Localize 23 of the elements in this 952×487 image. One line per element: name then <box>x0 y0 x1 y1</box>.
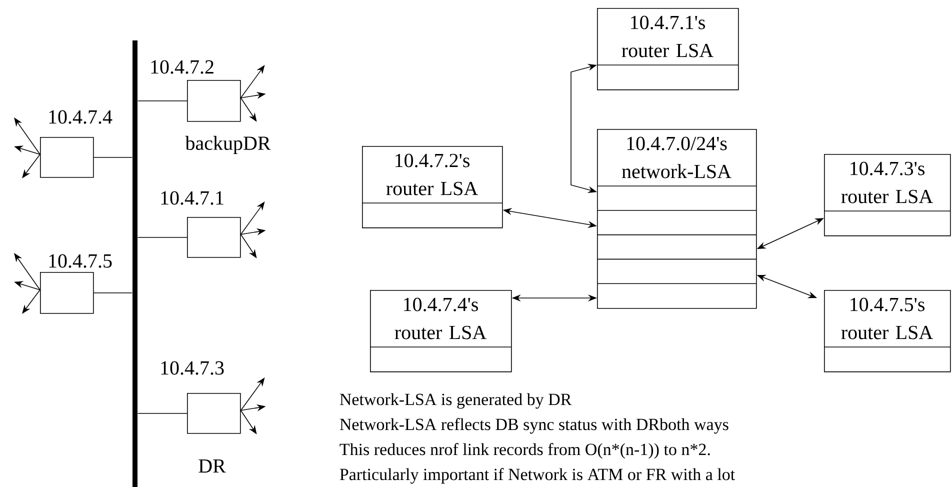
router-address: 10.4.7.4 <box>49 110 112 124</box>
note-text: This reduces nrof link records from O(n*(n-1)) to n*2. <box>340 443 710 459</box>
link-line <box>138 413 188 414</box>
router-address: 10.4.7.1 <box>161 191 224 205</box>
link-line <box>138 100 188 102</box>
router-address: 10.4.7.2 <box>151 60 214 74</box>
router-role: backupDR <box>185 136 271 154</box>
link-line <box>93 292 132 294</box>
lsa-record-box: 10.4.7.1's router LSA <box>596 8 739 90</box>
link-line <box>93 157 132 158</box>
lsa-record-box: 10.4.7.0/24's network-LSA <box>596 129 757 309</box>
router-address: 10.4.7.3 <box>161 361 224 375</box>
network-bus <box>132 40 138 487</box>
note-text: Network-LSA is generated by DR <box>340 393 572 409</box>
note-text: Particularly important if Network is ATM or FR with a lot <box>340 468 736 484</box>
lsa-record-box: 10.4.7.4's router LSA <box>370 290 512 372</box>
link-line <box>138 237 188 238</box>
lsa-record-box: 10.4.7.2's router LSA <box>362 146 503 228</box>
router-address: 10.4.7.5 <box>49 254 112 268</box>
lsa-record-box: 10.4.7.3's router LSA <box>824 154 951 236</box>
lsa-record-box: 10.4.7.5's router LSA <box>824 290 951 372</box>
note-text: Network-LSA reflects DB sync status with DRboth ways <box>340 418 728 434</box>
router-role: DR <box>198 459 226 473</box>
